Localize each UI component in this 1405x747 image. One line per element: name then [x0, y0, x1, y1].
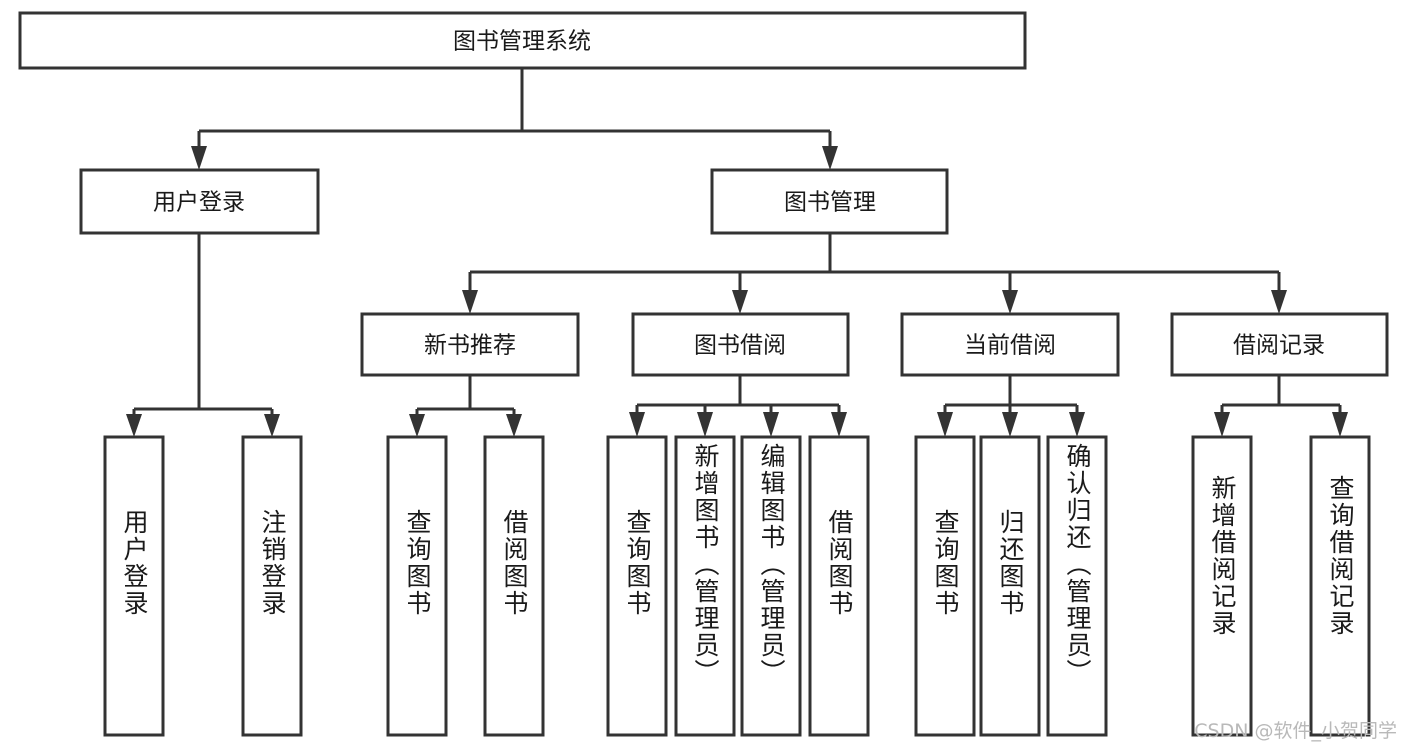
arrow-head-new-book	[462, 290, 478, 314]
leaf-box-bb-add[interactable]	[674, 435, 736, 737]
node-book-borrow-box[interactable]	[631, 312, 850, 377]
arrow-head-current-borrow	[1002, 290, 1018, 314]
leaf-boxes-user-login	[103, 435, 303, 737]
arrow-head-leaf-br-query	[1332, 412, 1348, 437]
node-current-borrow-box[interactable]	[900, 312, 1120, 377]
leaf-box-bb-borrow[interactable]	[808, 435, 870, 737]
leaf-box-bb-edit[interactable]	[740, 435, 802, 737]
csdn-watermark: CSDN @软件_小贺同学	[1194, 720, 1397, 742]
connectors-borrowrecord-to-leaves	[1214, 375, 1348, 437]
leaf-box-cb-return[interactable]	[979, 435, 1041, 737]
leaf-box-newbook-borrow[interactable]	[483, 435, 545, 737]
arrow-head-borrow-record	[1271, 290, 1287, 314]
arrow-head-leaf-newbook-query	[409, 414, 425, 437]
node-current-borrow[interactable]: 当前借阅	[900, 312, 1120, 377]
node-borrow-record-label: 借阅记录	[1233, 333, 1325, 359]
arrow-head-leaf-br-add	[1214, 412, 1230, 437]
leaf-box-user-login[interactable]	[103, 435, 165, 737]
arrow-head-book-manage	[822, 146, 838, 170]
connectors-userlogin-to-leaves	[126, 233, 280, 437]
leaf-boxes-new-book	[386, 435, 545, 737]
leaf-box-br-add[interactable]	[1191, 435, 1253, 737]
leaf-box-br-query[interactable]	[1309, 435, 1371, 737]
arrow-head-leaf-bb-query	[629, 412, 645, 437]
leaf-boxes-current-borrow	[914, 435, 1108, 737]
node-book-manage-label: 图书管理	[784, 190, 876, 216]
leaf-boxes-book-borrow	[606, 435, 870, 737]
node-root-box[interactable]	[18, 11, 1027, 70]
node-user-login[interactable]: 用户登录	[79, 168, 320, 235]
node-root-label: 图书管理系统	[453, 29, 591, 55]
leaf-box-cb-confirm[interactable]	[1046, 435, 1108, 737]
leaf-box-cb-query[interactable]	[914, 435, 976, 737]
node-new-book-recommend[interactable]: 新书推荐	[360, 312, 580, 377]
arrow-head-leaf-bb-edit	[763, 412, 779, 437]
leaf-box-bb-query[interactable]	[606, 435, 668, 737]
connectors-bookborrow-to-leaves	[629, 375, 847, 437]
node-book-borrow-label: 图书借阅	[694, 333, 786, 359]
arrow-head-leaf-bb-borrow	[831, 412, 847, 437]
node-book-manage[interactable]: 图书管理	[710, 168, 949, 235]
connectors-currentborrow-to-leaves	[937, 375, 1085, 437]
node-root[interactable]: 图书管理系统	[18, 11, 1027, 70]
node-user-login-box[interactable]	[79, 168, 320, 235]
arrow-head-user-login	[191, 146, 207, 170]
connectors-newbook-to-leaves	[409, 375, 522, 437]
leaf-box-newbook-query[interactable]	[386, 435, 448, 737]
node-user-login-label: 用户登录	[153, 190, 245, 216]
node-book-borrow[interactable]: 图书借阅	[631, 312, 850, 377]
arrow-head-leaf-cb-query	[937, 412, 953, 437]
node-borrow-record[interactable]: 借阅记录	[1170, 312, 1389, 377]
node-book-manage-box[interactable]	[710, 168, 949, 235]
node-new-book-recommend-box[interactable]	[360, 312, 580, 377]
arrow-head-leaf-newbook-borrow	[506, 414, 522, 437]
node-current-borrow-label: 当前借阅	[964, 333, 1056, 359]
arrow-head-leaf-cb-return	[1002, 412, 1018, 437]
arrow-head-leaf-user-login	[126, 414, 142, 437]
leaf-box-logout[interactable]	[241, 435, 303, 737]
arrow-head-leaf-logout	[264, 414, 280, 437]
arrow-head-leaf-cb-confirm	[1069, 412, 1085, 437]
arrow-head-book-borrow	[732, 290, 748, 314]
node-borrow-record-box[interactable]	[1170, 312, 1389, 377]
leaf-boxes-borrow-record	[1191, 435, 1371, 737]
connectors-root-to-level2	[191, 69, 838, 170]
arrow-head-leaf-bb-add	[697, 412, 713, 437]
connectors-bookmanage-to-level3	[462, 233, 1287, 314]
node-new-book-recommend-label: 新书推荐	[424, 333, 516, 359]
